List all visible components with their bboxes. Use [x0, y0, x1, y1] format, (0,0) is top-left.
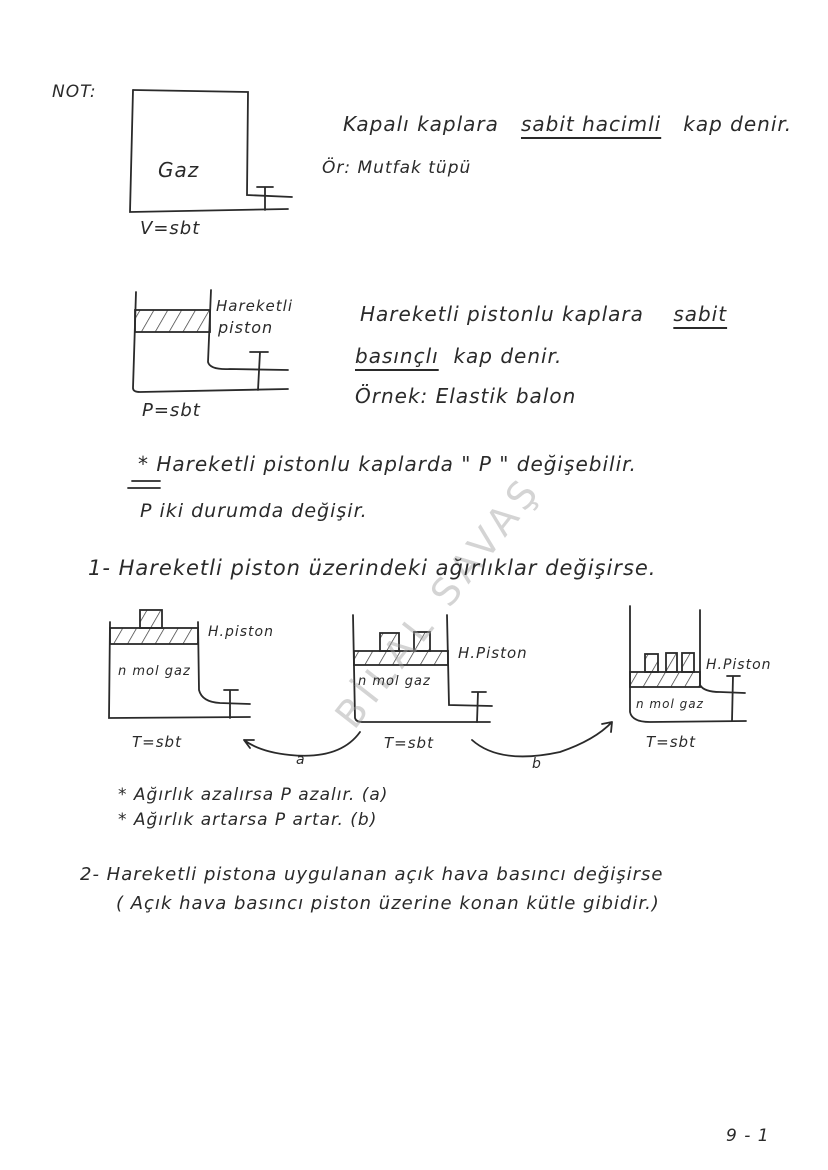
constant-pressure-example: Örnek: Elastik balon [355, 384, 577, 408]
diagram2-gas-label: n mol gaz [358, 674, 431, 689]
arrow-a-label: a [296, 752, 306, 768]
diagram2-piston-label: H.Piston [458, 644, 528, 662]
bullet-weight-increase: * Ağırlık artarsa P artar. (b) [118, 810, 378, 830]
arrow-a [243, 731, 361, 757]
star-note-line2: P iki durumda değişir. [140, 500, 368, 522]
constant-pressure-caption: P=sbt [142, 400, 201, 421]
diagram3-caption: T=sbt [646, 733, 696, 751]
arrow-b [471, 721, 613, 758]
constant-volume-example: Ör: Mutfak tüpü [322, 158, 472, 178]
case2-heading: 2- Hareketli pistona uygulanan açık hava… [80, 864, 664, 885]
piston-diagram-two-weights [352, 614, 493, 723]
underlined-term: sabit [673, 302, 728, 326]
piston-diagram-one-weight [108, 609, 251, 719]
diagram1-caption: T=sbt [132, 733, 182, 751]
constant-volume-caption: V=sbt [140, 218, 201, 239]
diagram1-piston-label: H.piston [208, 624, 274, 640]
bullet-weight-decrease: * Ağırlık azalırsa P azalır. (a) [118, 785, 389, 805]
diagram3-gas-label: n mol gaz [636, 697, 704, 711]
star-note-line1: * Hareketli pistonlu kaplarda " P " deği… [138, 452, 637, 476]
case1-heading: 1- Hareketli piston üzerindeki ağırlıkla… [88, 556, 657, 580]
piston-label-line2: piston [218, 318, 274, 337]
diagram2-caption: T=sbt [384, 734, 434, 752]
closed-container-diagram [129, 89, 293, 213]
underlined-term: basınçlı [355, 344, 439, 368]
underlined-term: sabit hacimli [520, 112, 662, 136]
page-number: 9 - 1 [726, 1126, 770, 1146]
piston-container-diagram [132, 289, 289, 393]
piston-label-line1: Hareketli [216, 297, 293, 315]
diagram1-gas-label: n mol gaz [118, 664, 191, 679]
diagram3-piston-label: H.Piston [706, 657, 772, 673]
note-label: NOT: [52, 82, 97, 102]
arrow-b-label: b [532, 756, 542, 772]
constant-pressure-definition-line1: Hareketli pistonlu kaplara sabit [360, 302, 728, 326]
gas-label: Gaz [158, 158, 200, 182]
case2-subnote: ( Açık hava basıncı piston üzerine konan… [116, 893, 660, 914]
constant-pressure-definition-line2: basınçlı kap denir. [355, 344, 563, 368]
piston-diagram-three-weights [629, 605, 747, 723]
constant-volume-definition: Kapalı kaplara sabit hacimli kap denir. [343, 112, 793, 136]
